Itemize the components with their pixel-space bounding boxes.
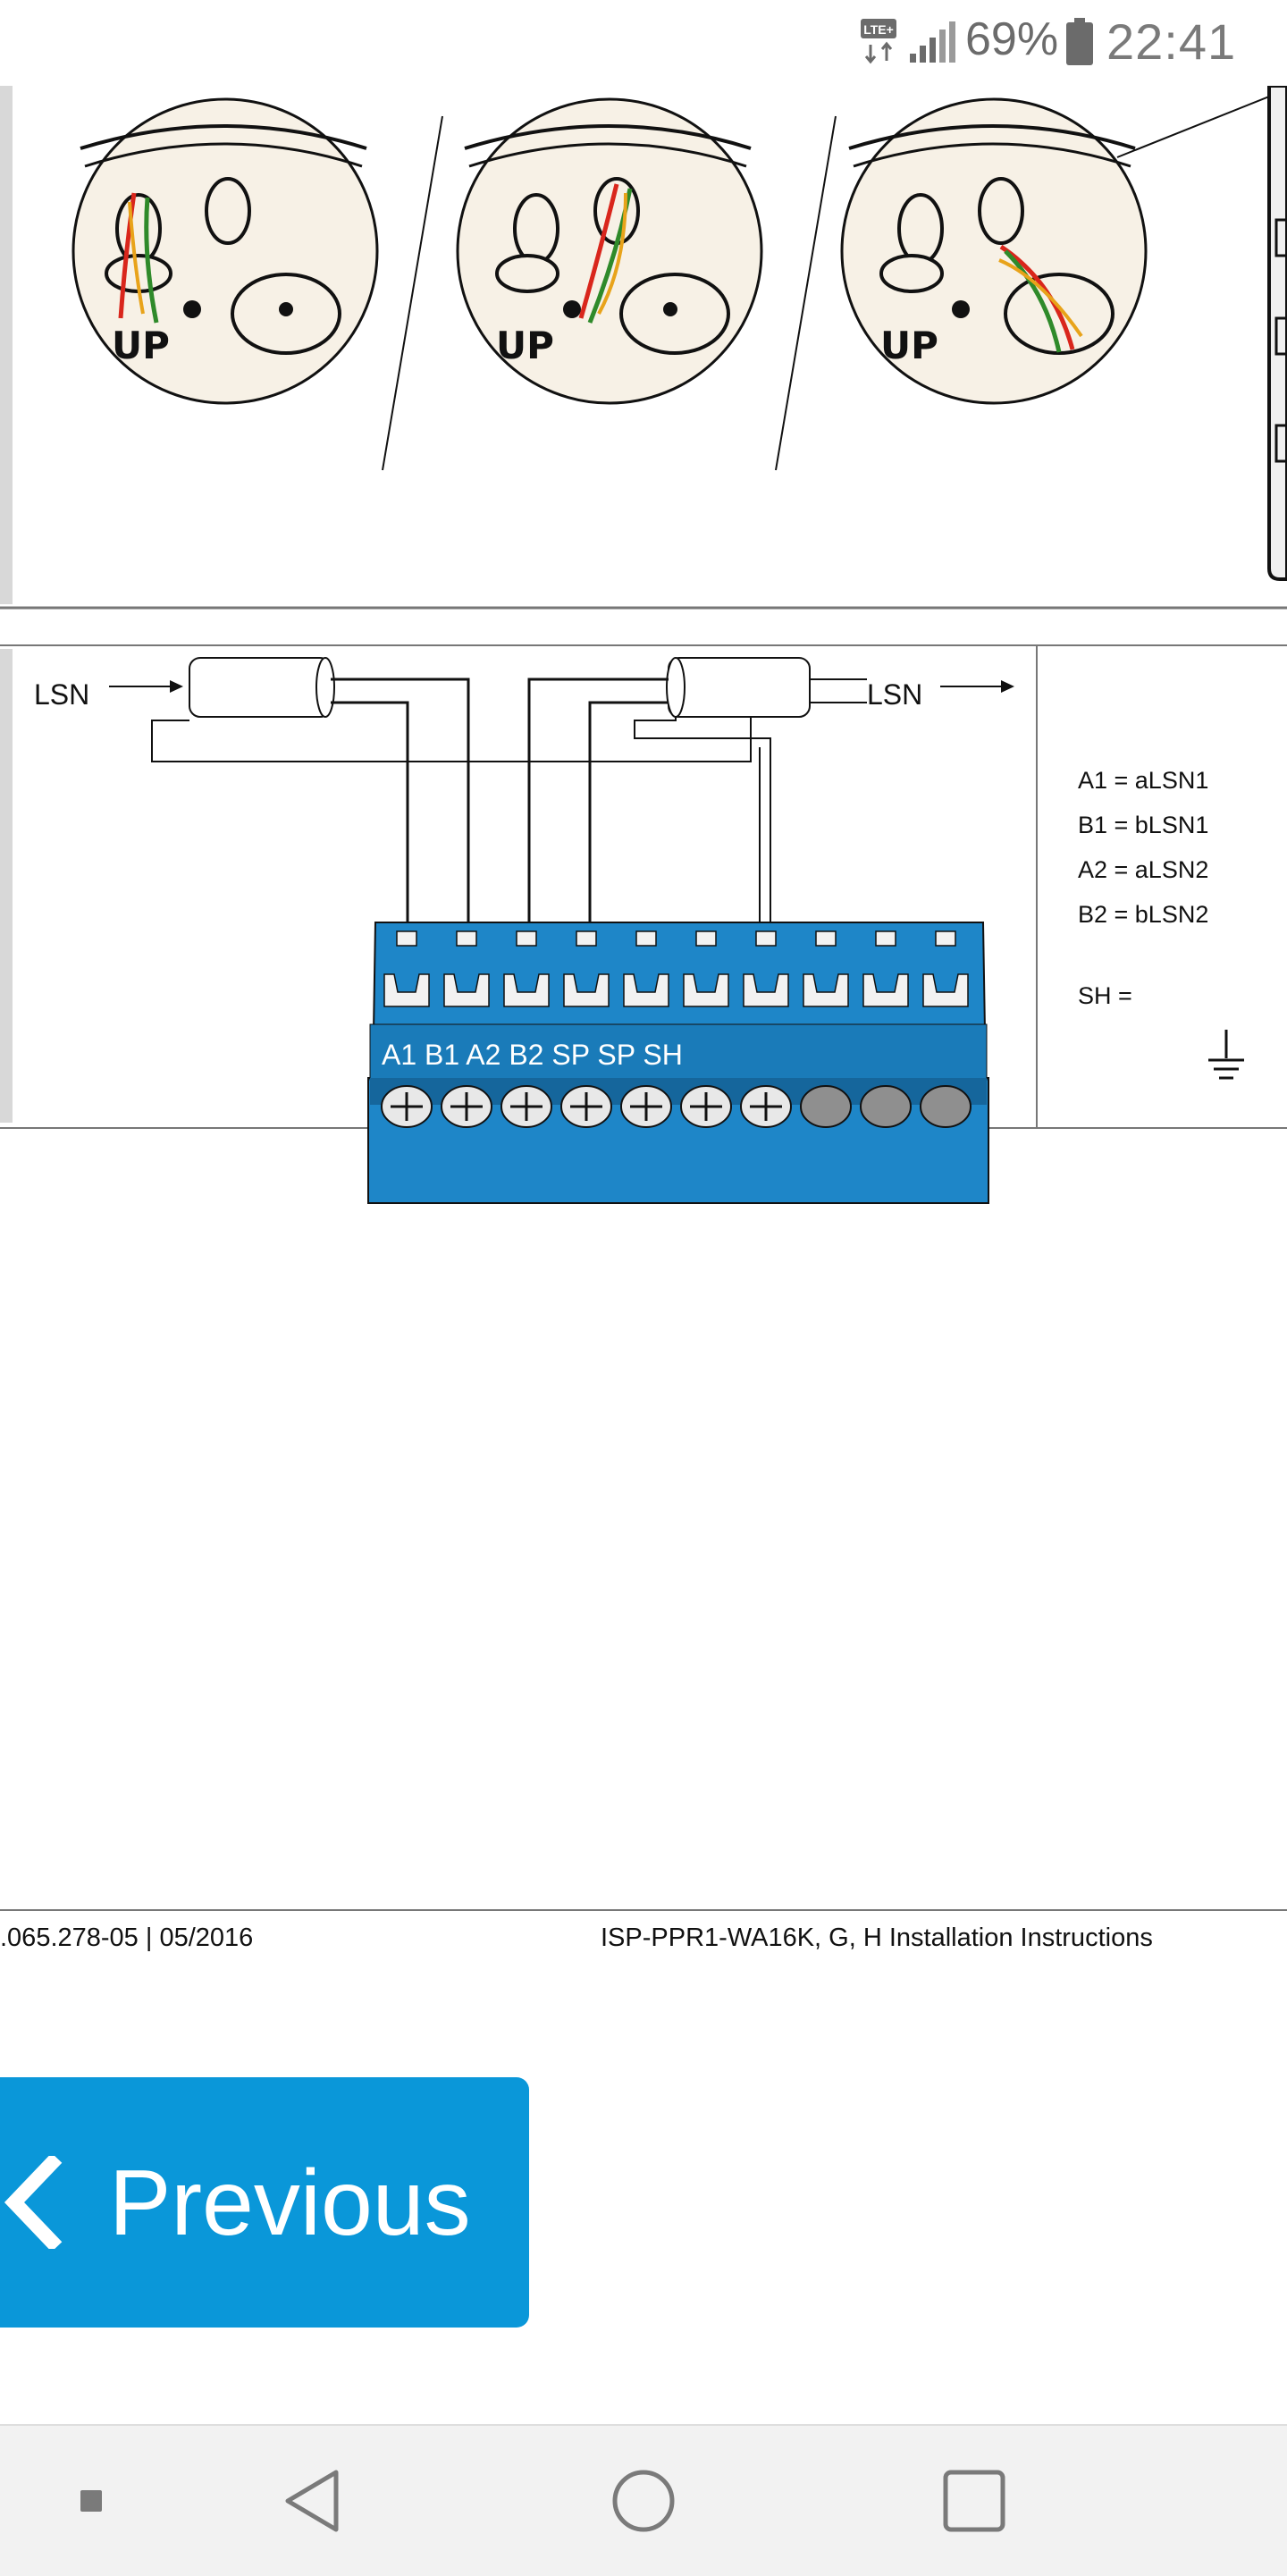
terminal-labels: A1 B1 A2 B2 SP SP SH bbox=[382, 1039, 683, 1071]
terminal-clamp bbox=[443, 973, 490, 1007]
terminal-clamp bbox=[803, 973, 849, 1007]
chevron-left-icon bbox=[4, 2156, 63, 2249]
legend-b1: B1 = bLSN1 bbox=[1078, 812, 1209, 838]
svg-text:UP: UP bbox=[880, 324, 938, 367]
terminal-top-slot bbox=[935, 930, 956, 947]
legend-a2: A2 = aLSN2 bbox=[1078, 856, 1209, 883]
footer-divider bbox=[0, 1909, 1287, 1911]
terminal-top-slot bbox=[755, 930, 777, 947]
legend-b2: B2 = bLSN2 bbox=[1078, 901, 1209, 928]
jumper-illustrations: UP UP bbox=[72, 86, 1287, 581]
installation-diagram: UP UP bbox=[0, 86, 1287, 1204]
legend-a1: A1 = aLSN1 bbox=[1078, 767, 1209, 794]
document-page: UP UP bbox=[0, 86, 1287, 1952]
signal-icon bbox=[910, 21, 955, 63]
terminal-clamp bbox=[383, 973, 430, 1007]
terminal-clamp bbox=[922, 973, 969, 1007]
terminal-top-slot bbox=[456, 930, 477, 947]
terminal-top-slot bbox=[396, 930, 417, 947]
jumper-circle-3: UP bbox=[840, 97, 1148, 405]
terminal-screw bbox=[800, 1085, 852, 1128]
svg-text:UP: UP bbox=[496, 324, 554, 367]
ground-icon bbox=[1208, 1030, 1244, 1080]
terminal-clamp bbox=[623, 973, 669, 1007]
terminal-top-slot bbox=[516, 930, 537, 947]
battery-percent: 69% bbox=[965, 13, 1059, 65]
terminal-clamp bbox=[683, 973, 729, 1007]
page-edge bbox=[0, 86, 13, 604]
navigation-bar bbox=[0, 2424, 1287, 2576]
lsn-in-label: LSN bbox=[34, 678, 89, 711]
terminal-screw bbox=[860, 1085, 912, 1128]
jumper-circle-2: UP bbox=[456, 97, 763, 405]
clock: 22:41 bbox=[1106, 13, 1237, 70]
previous-label: Previous bbox=[109, 2151, 471, 2255]
recent-apps-small-icon[interactable] bbox=[55, 2465, 127, 2537]
legend-sh: SH = bbox=[1078, 982, 1132, 1009]
terminal-top-slot bbox=[635, 930, 657, 947]
overview-icon[interactable] bbox=[938, 2465, 1010, 2537]
lsn-out-label: LSN bbox=[867, 678, 922, 711]
terminal-clamp bbox=[563, 973, 610, 1007]
svg-text:LTE+: LTE+ bbox=[863, 22, 894, 37]
footer-doc-number: .065.278-05 | 05/2016 bbox=[0, 1924, 254, 1952]
jumper-circle-1: UP bbox=[72, 97, 379, 405]
wiring-diagram: LSN LSN bbox=[34, 657, 1014, 1204]
battery-icon bbox=[1066, 18, 1093, 65]
terminal-block: A1 B1 A2 B2 SP SP SH bbox=[367, 922, 989, 1204]
terminal-clamp bbox=[503, 973, 550, 1007]
back-icon[interactable] bbox=[279, 2465, 350, 2537]
svg-text:UP: UP bbox=[112, 324, 170, 367]
terminal-screw bbox=[920, 1085, 972, 1128]
terminal-clamp bbox=[743, 973, 789, 1007]
terminal-top-slot bbox=[695, 930, 717, 947]
terminal-top-slot bbox=[875, 930, 896, 947]
terminal-top-slot bbox=[815, 930, 837, 947]
page-edge bbox=[0, 649, 13, 1123]
status-bar: LTE+ 69% 22:41 bbox=[0, 0, 1287, 86]
lte-icon: LTE+ bbox=[861, 19, 896, 64]
home-icon[interactable] bbox=[608, 2465, 679, 2537]
footer-doc-title: ISP-PPR1-WA16K, G, H Installation Instru… bbox=[601, 1924, 1153, 1952]
previous-button[interactable]: Previous bbox=[0, 2077, 529, 2328]
terminal-clamp bbox=[862, 973, 909, 1007]
terminal-top-slot bbox=[576, 930, 597, 947]
